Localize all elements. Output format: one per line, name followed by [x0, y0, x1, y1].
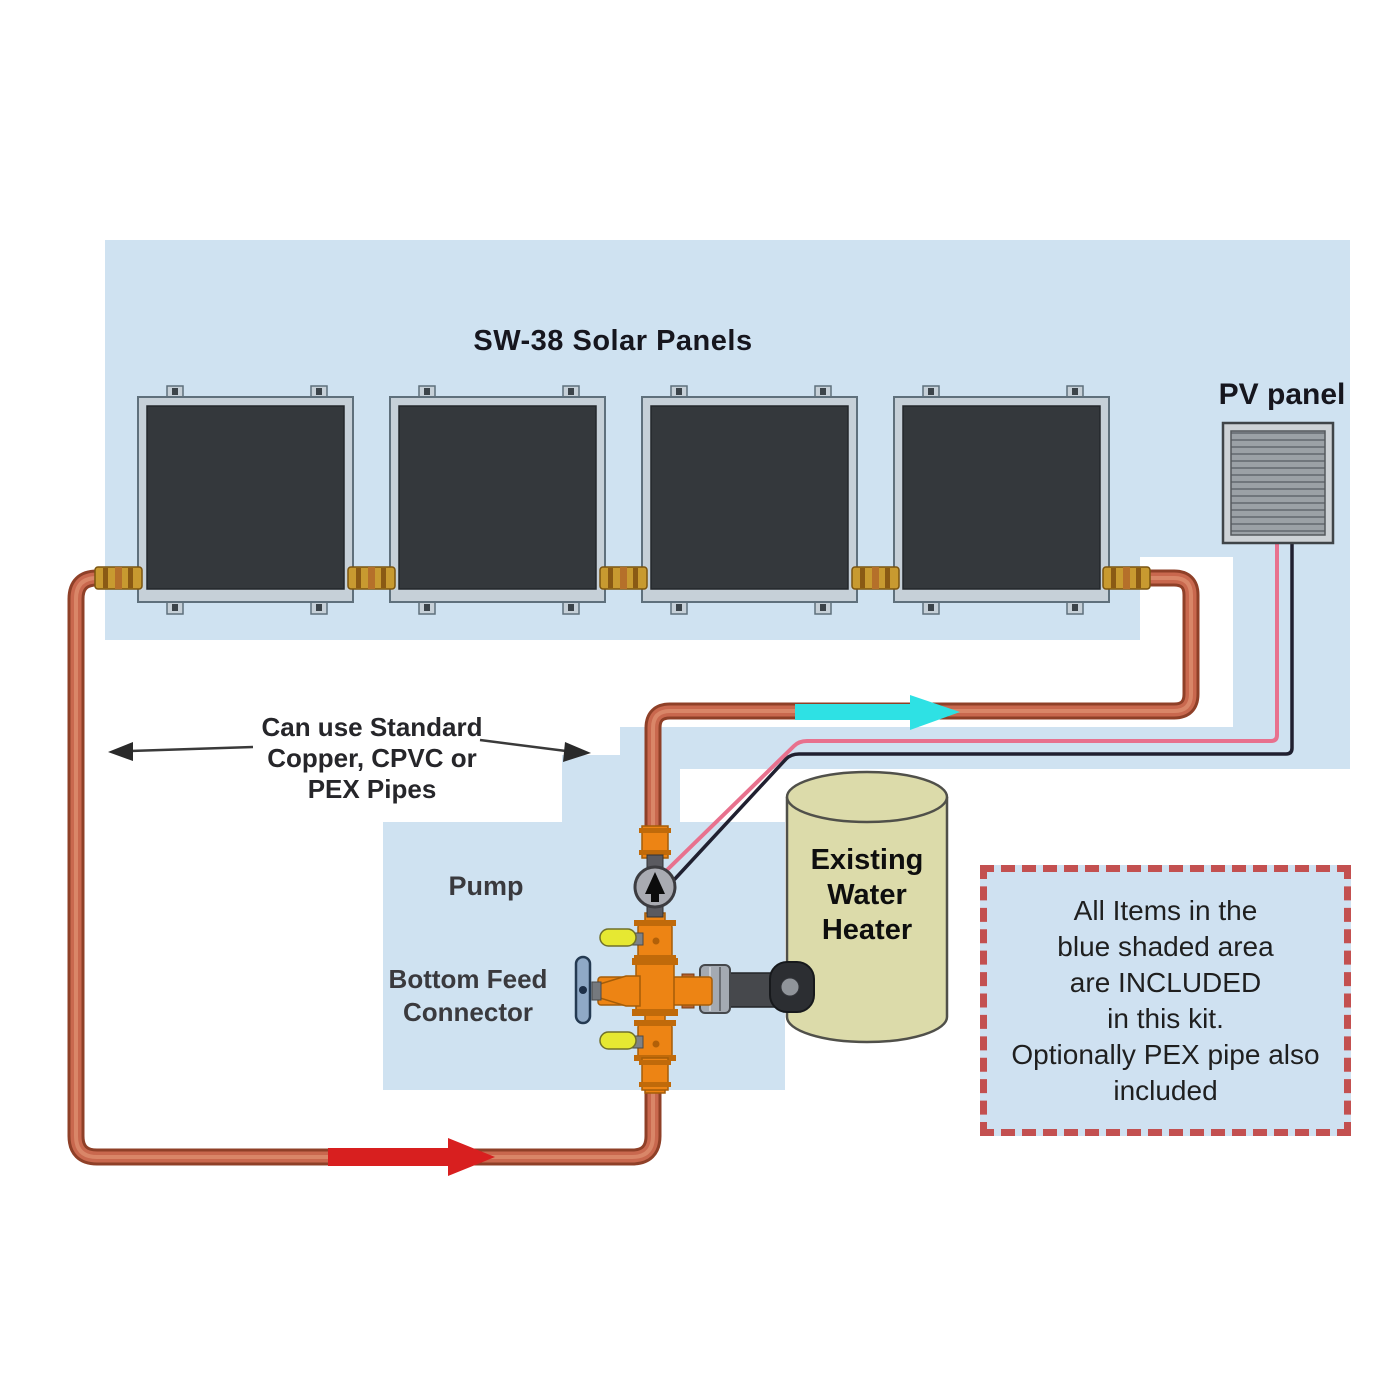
info-line-5: Optionally PEX pipe also: [1011, 1038, 1320, 1070]
water-heater-line-1: Existing: [810, 844, 924, 876]
info-line-6: included: [1113, 1074, 1218, 1106]
pv-panel-label: PV panel: [1218, 378, 1346, 411]
panel-outlet-fitting: [1102, 566, 1151, 590]
kit-info-box: All Items in the blue shaded area are IN…: [980, 865, 1351, 1136]
solar-panel-3: [641, 385, 858, 615]
info-line-4: in this kit.: [1107, 1002, 1224, 1034]
water-heater: [785, 770, 949, 1044]
pv-wire-black: [671, 543, 1294, 883]
upper-yellow-valve: [599, 928, 644, 947]
info-line-3: are INCLUDED: [1069, 966, 1262, 998]
panel-coupling-2-3: [599, 566, 648, 590]
solar-panel-1: [137, 385, 354, 615]
blue-handle-valve: [574, 955, 641, 1025]
panel-coupling-3-4: [851, 566, 900, 590]
lower-yellow-valve: [599, 1031, 644, 1050]
pv-panel: [1221, 421, 1335, 545]
pipes-note-line-3: PEX Pipes: [307, 774, 437, 804]
coupling-bottom: [638, 1057, 672, 1091]
heater-elbow-port: [780, 977, 800, 997]
panel-inlet-fitting: [94, 566, 143, 590]
blue-shaded-area-wire-band: [620, 727, 1233, 769]
coupling-above-pump: [638, 825, 672, 859]
pump-label: Pump: [448, 871, 524, 901]
note-arrow-right: [479, 738, 591, 762]
info-line-1: All Items in the: [1073, 894, 1258, 926]
water-heater-line-2: Water: [827, 879, 907, 911]
copper-pipe-hot-supply: [644, 569, 1200, 838]
bottom-feed-label: Bottom Feed Connector: [368, 963, 568, 1029]
solar-panel-2: [389, 385, 606, 615]
pipes-note-line-2: Copper, CPVC or: [267, 743, 477, 773]
pump-arrow-up-icon: [645, 872, 665, 902]
pipes-note: Can use Standard Copper, CPVC or PEX Pip…: [232, 712, 512, 805]
pv-wire-pink: [665, 543, 1279, 872]
bottom-feed-connector-assembly: [574, 825, 815, 1094]
cross-fitting: [635, 961, 675, 1015]
copper-pipe-cold-return: [67, 569, 662, 1166]
bottom-feed-line-1: Bottom Feed: [388, 964, 548, 994]
water-heater-line-3: Heater: [821, 914, 913, 946]
solar-panel-4: [893, 385, 1110, 615]
pipes-note-line-1: Can use Standard: [261, 712, 483, 742]
bottom-feed-line-2: Connector: [403, 997, 533, 1027]
pump: [633, 854, 677, 918]
water-heater-label: Existing Water Heater: [787, 843, 947, 948]
flow-arrow-return-right: [328, 1138, 495, 1176]
note-arrow-left: [108, 742, 254, 761]
flow-arrow-hot-right: [795, 695, 960, 730]
info-line-2: blue shaded area: [1057, 930, 1274, 962]
panel-coupling-1-2: [347, 566, 396, 590]
diagram-title: SW-38 Solar Panels: [473, 325, 753, 357]
